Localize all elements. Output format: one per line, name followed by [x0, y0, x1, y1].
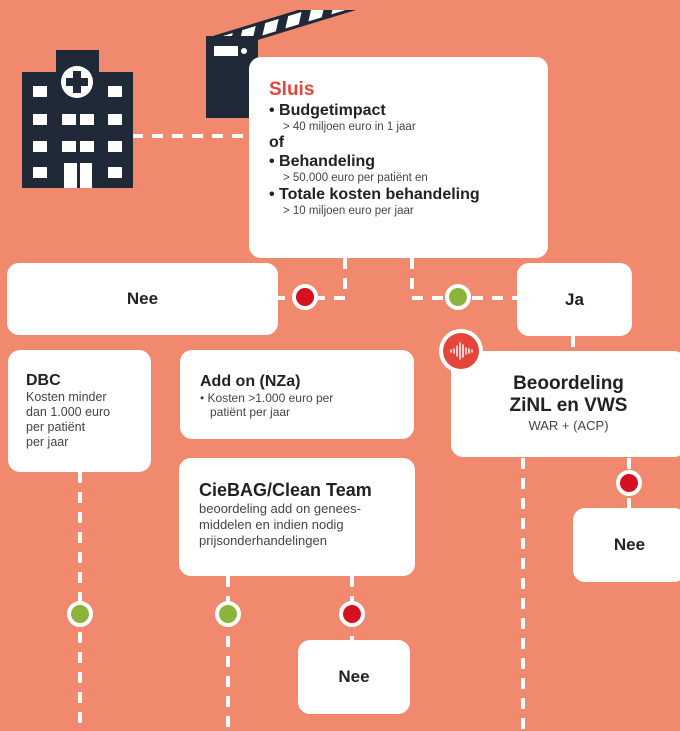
addon-nza-box: Add on (NZa) • Kosten >1.000 euro per pa…: [180, 350, 414, 439]
hospital-icon: [22, 50, 133, 188]
ciebag-desc-line: prijsonderhandelingen: [199, 533, 327, 548]
or-label: of: [269, 134, 285, 151]
nee-box-right: Nee: [573, 508, 680, 582]
criterion-total-costs-detail: > 10 miljoen euro per jaar: [283, 205, 414, 217]
criterion-treatment: • Behandeling: [269, 153, 376, 170]
nee-box-left: Nee: [7, 263, 278, 335]
decision-dot-green: [215, 601, 241, 627]
audio-waveform-icon: [439, 329, 483, 373]
ciebag-desc-line: beoordeling add on genees-: [199, 501, 361, 516]
dbc-desc-line: per jaar: [26, 435, 69, 449]
criterion-budget-impact-detail: > 40 miljoen euro in 1 jaar: [283, 121, 416, 133]
addon-desc-line: patiënt per jaar: [210, 405, 291, 419]
dbc-desc-line: dan 1.000 euro: [26, 405, 111, 419]
connector-sluis-ja: [410, 258, 518, 300]
ciebag-title: CieBAG/Clean Team: [199, 480, 372, 500]
ja-box: Ja: [517, 263, 632, 336]
beoordeling-title-line: ZiNL en VWS: [509, 395, 628, 416]
nee-label: Nee: [338, 667, 370, 686]
nee-label: Nee: [613, 535, 646, 554]
decision-dot-red: [339, 601, 365, 627]
ja-label: Ja: [565, 289, 584, 309]
nee-label: Nee: [126, 289, 159, 308]
beoordeling-box: Beoordeling ZiNL en VWS WAR + (ACP): [451, 351, 680, 457]
criterion-treatment-detail: > 50.000 euro per patiënt en: [283, 172, 428, 184]
ciebag-desc-line: middelen en indien nodig: [199, 517, 344, 532]
decision-dot-red: [292, 284, 318, 310]
sluis-criteria-box: Sluis • Budgetimpact > 40 miljoen euro i…: [249, 57, 548, 258]
beoordeling-desc: WAR + (ACP): [528, 418, 609, 433]
sluis-title: Sluis: [269, 79, 315, 100]
criterion-budget-impact: • Budgetimpact: [269, 102, 386, 119]
ciebag-box: CieBAG/Clean Team beoordeling add on gen…: [179, 458, 415, 576]
dbc-title: DBC: [26, 372, 61, 389]
dbc-desc-line: per patiënt: [26, 420, 86, 434]
decision-dot-red: [616, 470, 642, 496]
dbc-box: DBC Kosten minder dan 1.000 euro per pat…: [8, 350, 151, 472]
beoordeling-title-line: Beoordeling: [513, 373, 624, 394]
addon-desc-line: • Kosten >1.000 euro per: [200, 391, 334, 405]
decision-dot-green: [67, 601, 93, 627]
nee-box-bottom: Nee: [298, 640, 410, 714]
decision-dot-green: [445, 284, 471, 310]
addon-title: Add on (NZa): [200, 373, 301, 390]
criterion-total-costs: • Totale kosten behandeling: [269, 186, 480, 203]
dbc-desc-line: Kosten minder: [26, 390, 107, 404]
